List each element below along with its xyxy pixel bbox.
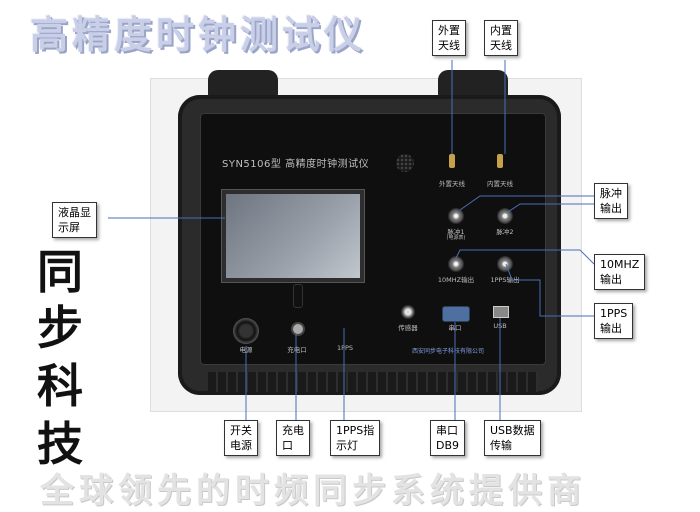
sensor-port-label: 传感器: [398, 324, 418, 332]
pulse2-port: [497, 208, 513, 224]
charge-port-label: 充电口: [287, 346, 307, 354]
pps-output-port-label: 1PPS输出: [490, 276, 520, 284]
callout-pulse-output: 脉冲 输出: [594, 183, 628, 219]
callout-lcd: 液晶显 示屏: [52, 202, 97, 238]
footer-slogan: 全球领先的时频同步系统提供商: [40, 471, 586, 511]
leader-pps: [505, 263, 594, 317]
leader-pulse2: [507, 203, 594, 213]
side-char-3: 科: [37, 359, 83, 413]
int-antenna-connector: [497, 154, 503, 168]
pps-led-label: 1PPS: [336, 344, 354, 352]
charge-cable: [293, 284, 303, 308]
side-char-4: 技: [37, 417, 83, 471]
model-label: SYN5106型 高精度时钟测试仪: [222, 159, 370, 170]
side-char-1: 同: [37, 245, 83, 299]
callout-pps-output: 1PPS 输出: [594, 303, 634, 339]
case-handle-left: [208, 70, 278, 96]
leader-mhz: [455, 249, 595, 265]
pulse2-port-label: 脉冲2: [496, 228, 514, 236]
sensor-port: [401, 305, 415, 319]
mhz-output-port: [448, 256, 464, 272]
leader-pulse1: [459, 195, 594, 211]
pulse1-port-label: 脉冲1: [447, 228, 465, 236]
speaker-grille: [396, 154, 414, 172]
usb-port: [493, 306, 509, 318]
pulse1-port: [448, 208, 464, 224]
company-label: 西安同步电子科技有限公司: [412, 348, 485, 355]
callout-pps-led: 1PPS指 示灯: [330, 420, 381, 456]
callout-power: 开关 电源: [224, 420, 258, 456]
power-switch: [233, 318, 259, 344]
callout-ext-antenna: 外置 天线: [432, 20, 466, 56]
ext-antenna-port-label: 外置天线: [439, 180, 465, 188]
callout-mhz-output: 10MHZ 输出: [594, 254, 646, 290]
ext-antenna-connector: [449, 154, 455, 168]
lcd-screen: [221, 189, 365, 283]
mhz-output-port-label: 10MHZ输出: [437, 276, 475, 284]
pps-output-port: [497, 256, 513, 272]
int-antenna-port-label: 内置天线: [487, 180, 513, 188]
pulse1-port-sublabel: (电源表): [446, 235, 466, 241]
db9-serial-port: [442, 306, 470, 322]
callout-int-antenna: 内置 天线: [484, 20, 518, 56]
side-char-2: 步: [37, 301, 83, 355]
callout-serial: 串口 DB9: [430, 420, 466, 456]
headline-title: 高精度时钟测试仪: [30, 13, 367, 57]
charge-port: [291, 322, 305, 336]
callout-charge: 充电 口: [276, 420, 310, 456]
callout-usb: USB数据 传输: [484, 420, 541, 456]
case-handle-right: [438, 70, 508, 96]
